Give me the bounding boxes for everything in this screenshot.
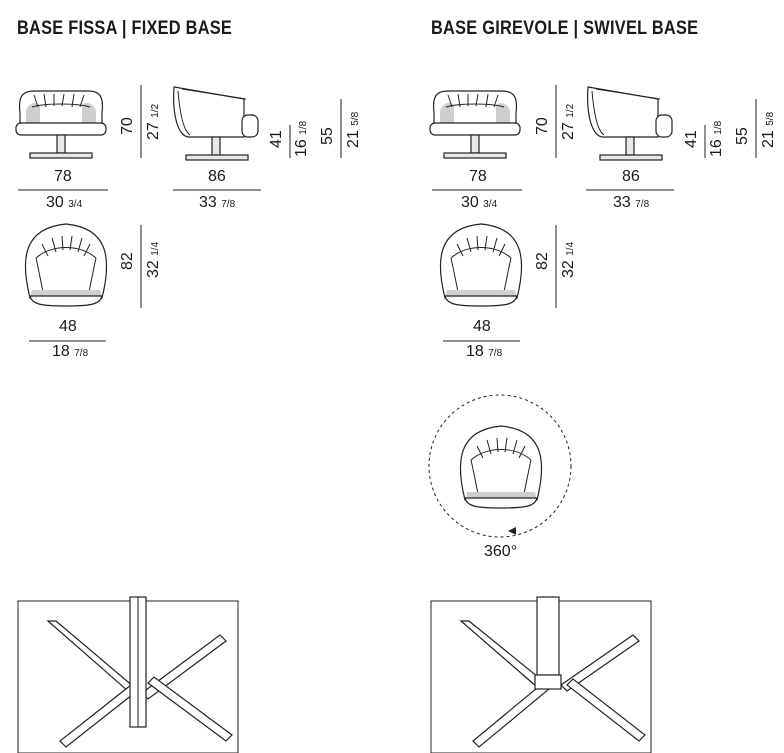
fixed-depth-in: 33 7/8: [199, 194, 236, 211]
swivel-arm-cm: 55: [734, 127, 751, 145]
fixed-base-heading: BASE FISSA | FIXED BASE: [17, 18, 233, 39]
rotation-circle: [428, 394, 572, 538]
rotation-arrow-icon: [508, 527, 516, 535]
fixed-arm-cm: 55: [319, 127, 336, 145]
fixed-topdepth-cm: 82: [119, 252, 136, 270]
fixed-width-cm: 78: [54, 168, 72, 185]
swivel-depth-cm: 86: [622, 168, 640, 185]
fixed-side-view: [173, 86, 259, 161]
fixed-seat-cm: 41: [268, 130, 285, 148]
swivel-base-heading: BASE GIREVOLE | SWIVEL BASE: [431, 18, 699, 39]
fixed-depth-cm: 86: [208, 168, 226, 185]
swivel-seat-cm: 41: [683, 130, 700, 148]
rotation-top-view: [459, 425, 543, 509]
swivel-width-in: 30 3/4: [461, 194, 498, 211]
swivel-seat-in: 16 1/8: [708, 120, 725, 157]
swivel-height-cm: 70: [534, 117, 551, 135]
fixed-height-in: 27 1/2: [145, 103, 162, 140]
swivel-side-view: [587, 86, 673, 161]
swivel-arm-in: 21 5/8: [760, 111, 777, 148]
swivel-seatwidth-cm: 48: [473, 318, 491, 335]
fixed-arm-in: 21 5/8: [345, 111, 362, 148]
fixed-seatwidth-in: 18 7/8: [52, 343, 89, 360]
fixed-topdepth-in: 32 1/4: [145, 241, 162, 278]
fixed-front-view: [15, 90, 107, 159]
swivel-top-view: [439, 223, 523, 307]
fixed-width-in: 30 3/4: [46, 194, 83, 211]
swivel-topdepth-in: 32 1/4: [560, 241, 577, 278]
swivel-front-view: [429, 90, 521, 159]
fixed-top-view: [24, 223, 108, 307]
fixed-height-cm: 70: [119, 117, 136, 135]
swivel-depth-in: 33 7/8: [613, 194, 650, 211]
swivel-seatwidth-in: 18 7/8: [466, 343, 503, 360]
swivel-topdepth-cm: 82: [534, 252, 551, 270]
swivel-width-cm: 78: [469, 168, 487, 185]
swivel-height-in: 27 1/2: [560, 103, 577, 140]
rotation-label: 360°: [484, 543, 518, 560]
fixed-seat-in: 16 1/8: [293, 120, 310, 157]
fixed-seatwidth-cm: 48: [59, 318, 77, 335]
